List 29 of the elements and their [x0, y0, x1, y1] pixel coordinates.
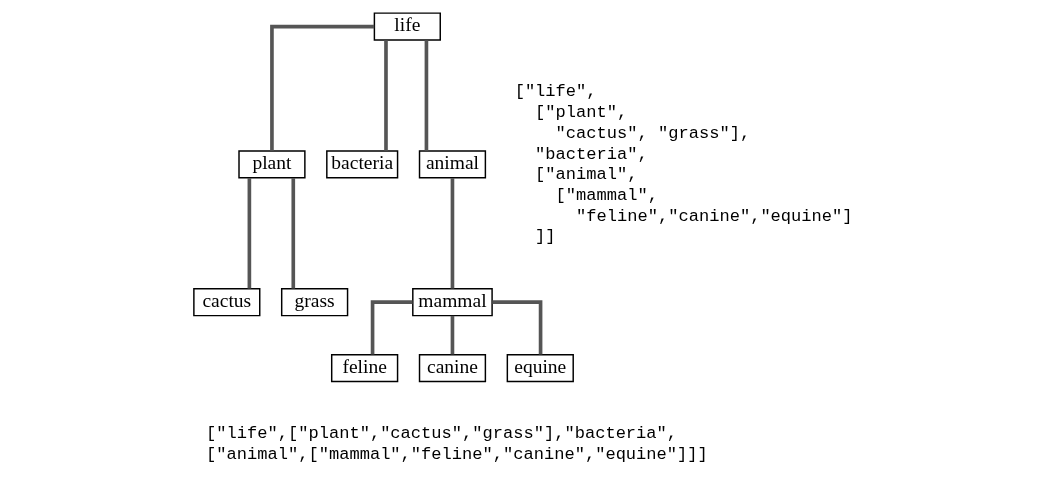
node-box: bacteria [325, 150, 398, 179]
node-box: equine [506, 353, 574, 383]
connector [491, 300, 542, 355]
label: ["animal", [534, 165, 638, 185]
label: "cactus", "grass"], [555, 123, 750, 143]
node-box: mammal [411, 288, 493, 317]
label: ["animal",["mammal","feline","canine","equine"]]] [205, 444, 708, 464]
node-box: canine [418, 353, 486, 383]
node-box: animal [418, 150, 486, 179]
label: "bacteria", [534, 144, 648, 164]
label: ["life",["plant","cactus","grass"],"bacteria", [205, 423, 677, 443]
connector [247, 178, 251, 289]
connector [450, 178, 454, 289]
connector [290, 178, 295, 289]
connector [269, 24, 374, 151]
label: ["life", [514, 82, 597, 102]
connector [383, 40, 388, 151]
node-box: plant [237, 150, 306, 179]
connector [370, 300, 412, 355]
node-box: feline [330, 353, 398, 383]
label: ["plant", [534, 103, 627, 123]
node-box: life [373, 12, 441, 41]
label: "feline","canine","equine"] [575, 206, 853, 226]
connector [424, 40, 428, 151]
connector [450, 315, 454, 355]
label: ["mammal", [555, 185, 658, 205]
node-box: grass [280, 288, 348, 317]
label: ]] [534, 227, 556, 247]
node-box: cactus [192, 288, 260, 317]
